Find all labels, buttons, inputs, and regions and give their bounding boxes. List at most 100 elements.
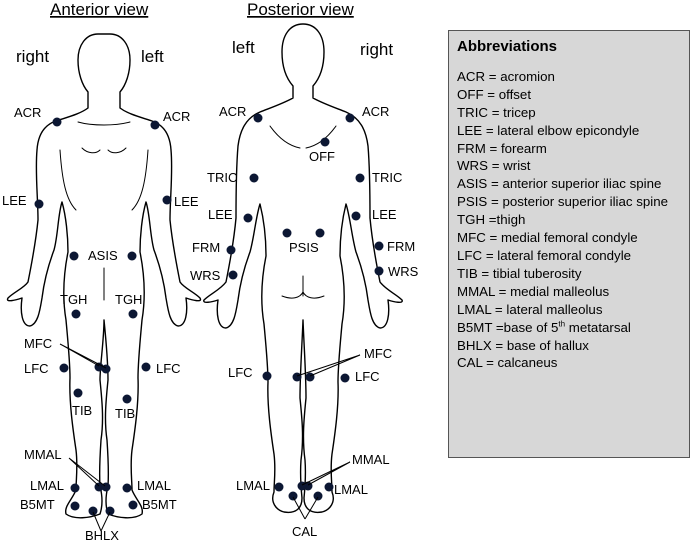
label-lee-post-right: LEE	[372, 207, 397, 222]
label-acr-ant-right: ACR	[14, 105, 41, 120]
marker-lfc-left	[141, 362, 151, 372]
abbr-line: PSIS = posterior superior iliac spine	[457, 194, 669, 210]
label-lmal-ant-right: LMAL	[30, 478, 64, 493]
marker-b5mt-left	[128, 500, 138, 510]
posterior-left-label: left	[232, 38, 255, 57]
abbr-line: WRS = wrist	[457, 158, 531, 174]
marker-tric-right	[355, 173, 365, 183]
marker-cal-right	[313, 491, 323, 501]
posterior-leader-lines	[292, 354, 361, 520]
marker-off	[320, 137, 330, 147]
marker-lmal-left	[122, 483, 132, 493]
posterior-right-label: right	[360, 40, 393, 59]
b5mt-suffix: metatarsal	[565, 319, 631, 335]
posterior-body-figure	[203, 23, 403, 514]
abbr-line: ASIS = anterior superior iliac spine	[457, 176, 662, 192]
marker-tib-left	[122, 394, 132, 404]
abbr-line: LFC = lateral femoral condyle	[457, 247, 632, 263]
label-acr-post-left: ACR	[219, 104, 246, 119]
label-frm-post-left: FRM	[192, 240, 220, 255]
label-wrs-post-left: WRS	[190, 268, 221, 283]
abbr-line: MFC = medial femoral condyle	[457, 230, 638, 246]
marker-lfc-post-right	[340, 373, 350, 383]
abbr-line: TIB = tibial tuberosity	[457, 265, 582, 281]
marker-acr-right	[52, 117, 62, 127]
marker-lee-right	[34, 199, 44, 209]
b5mt-prefix: B5MT =base of 5	[457, 319, 559, 335]
label-lee-post-left: LEE	[208, 207, 233, 222]
label-off: OFF	[309, 149, 335, 164]
label-lfc-post-left: LFC	[228, 365, 253, 380]
label-lee-ant-right: LEE	[2, 193, 27, 208]
marker-lmal-post-right	[324, 482, 334, 492]
marker-mmal-right	[94, 482, 104, 492]
marker-acr-post-right	[345, 113, 355, 123]
marker-wrs-right	[374, 266, 384, 276]
label-mmal-post: MMAL	[352, 452, 390, 467]
label-tib-ant-right: TIB	[72, 403, 92, 418]
marker-wrs-left	[228, 270, 238, 280]
label-lmal-ant-left: LMAL	[137, 478, 171, 493]
marker-asis-left	[127, 251, 137, 261]
label-cal: CAL	[292, 524, 317, 539]
posterior-view-title: Posterior view	[247, 0, 354, 19]
marker-frm-right	[374, 241, 384, 251]
label-lfc-ant-left: LFC	[156, 361, 181, 376]
marker-mfc-post-left	[292, 372, 302, 382]
label-acr-ant-left: ACR	[163, 109, 190, 124]
abbreviations-title: Abbreviations	[457, 38, 558, 55]
anterior-leader-lines	[59, 343, 111, 532]
abbr-line-b5mt: B5MT =base of 5th metatarsal	[457, 319, 681, 337]
label-lmal-post-right: LMAL	[334, 482, 368, 497]
marker-tgh-left	[128, 309, 138, 319]
marker-mfc-post-right	[305, 372, 315, 382]
label-b5mt-ant-left: B5MT	[142, 497, 177, 512]
label-tric-post-right: TRIC	[372, 170, 402, 185]
label-mfc-post: MFC	[364, 346, 392, 361]
abbr-line: BHLX = base of hallux	[457, 337, 589, 353]
marker-psis-right	[315, 228, 325, 238]
label-tib-ant-left: TIB	[115, 406, 135, 421]
label-tric-post-left: TRIC	[207, 170, 237, 185]
marker-lee-post-right	[351, 211, 361, 221]
marker-b5mt-right	[70, 501, 80, 511]
marker-tric-left	[249, 173, 259, 183]
marker-bhlx-right	[88, 506, 98, 516]
marker-lfc-post-left	[262, 371, 272, 381]
marker-bhlx-left	[105, 506, 115, 516]
marker-lmal-right	[70, 483, 80, 493]
label-psis: PSIS	[289, 240, 319, 255]
abbr-line: LEE = lateral elbow epicondyle	[457, 122, 640, 138]
marker-cal-left	[288, 491, 298, 501]
marker-lfc-right	[59, 363, 69, 373]
marker-tgh-right	[71, 309, 81, 319]
label-mfc-ant: MFC	[24, 336, 52, 351]
b5mt-superscript: th	[558, 319, 566, 329]
abbr-line: CAL = calcaneus	[457, 355, 558, 371]
abbr-line: TRIC = tricep	[457, 104, 536, 120]
label-wrs-post-right: WRS	[388, 264, 419, 279]
label-lfc-post-right: LFC	[355, 369, 380, 384]
label-lmal-post-left: LMAL	[236, 478, 270, 493]
marker-psis-left	[282, 228, 292, 238]
label-mmal-ant: MMAL	[24, 447, 62, 462]
marker-lmal-post-left	[274, 482, 284, 492]
anterior-body-figure	[6, 33, 202, 519]
marker-acr-left	[150, 120, 160, 130]
label-acr-post-right: ACR	[362, 104, 389, 119]
abbr-line: MMAL = medial malleolus	[457, 283, 610, 299]
anterior-view-title: Anterior view	[50, 0, 149, 19]
marker-frm-left	[226, 245, 236, 255]
label-b5mt-ant-right: B5MT	[20, 497, 55, 512]
label-tgh-ant-left: TGH	[115, 292, 142, 307]
marker-acr-post-left	[253, 113, 263, 123]
abbr-line: FRM = forearm	[457, 140, 547, 156]
marker-tib-right	[73, 388, 83, 398]
abbreviations-legend: Abbreviations ACR = acromion OFF = offse…	[448, 30, 690, 458]
label-tgh-ant-right: TGH	[60, 292, 87, 307]
marker-lee-post-left	[243, 213, 253, 223]
posterior-labels: ACR ACR OFF TRIC TRIC LEE LEE PSIS FRM F…	[190, 104, 419, 539]
label-asis: ASIS	[88, 248, 118, 263]
abbr-line: ACR = acromion	[457, 68, 555, 84]
